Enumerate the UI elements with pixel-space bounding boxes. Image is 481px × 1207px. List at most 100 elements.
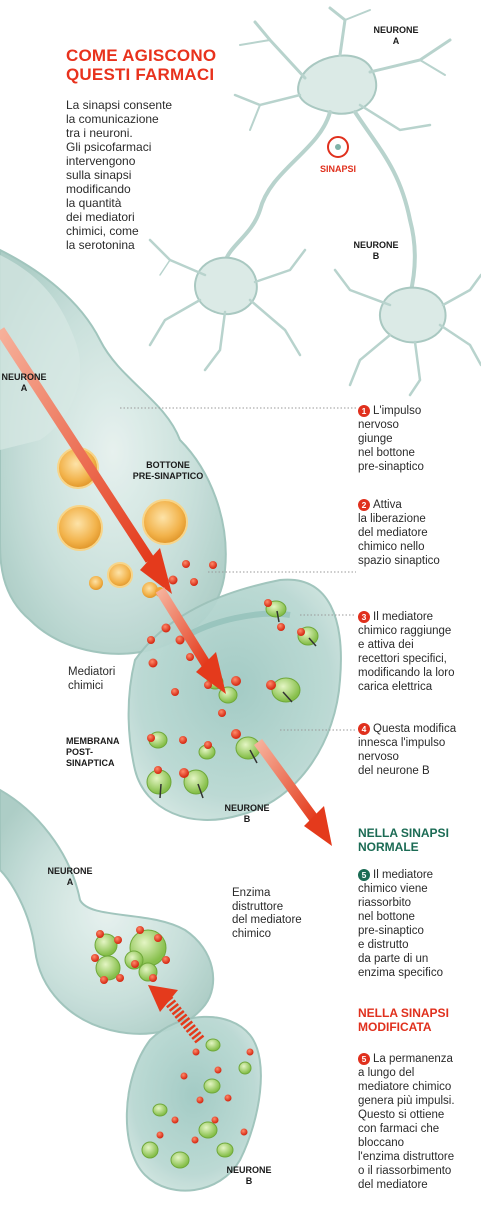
intro-line: la quantità <box>66 196 186 210</box>
intro-line: chimici, come <box>66 224 186 238</box>
step-line: e attiva dei <box>358 638 476 652</box>
label-bottone-presinaptico: BOTTONE PRE-SINAPTICO <box>128 460 208 482</box>
step-line: genera più impulsi. <box>358 1094 476 1108</box>
step-line: Questo si ottiene <box>358 1108 476 1122</box>
step-line: riassorbito <box>358 896 476 910</box>
step-line: nel bottone <box>358 446 476 460</box>
step-5-modificata: 5La permanenza a lungo del mediatore chi… <box>358 1052 476 1192</box>
step-5-normale: 5Il mediatore chimico viene riassorbito … <box>358 868 476 980</box>
label-text: A <box>40 877 100 888</box>
step-line: chimico viene <box>358 882 476 896</box>
step-line: giunge <box>358 432 476 446</box>
intro-line: la comunicazione <box>66 112 186 126</box>
step-line: o il riassorbimento <box>358 1164 476 1178</box>
label-text: NEURONE <box>366 25 426 36</box>
section-head-text: NORMALE <box>358 840 478 854</box>
label-text: SINAPTICA <box>66 758 128 769</box>
step-line: chimico nello <box>358 540 476 554</box>
step-4: 4Questa modifica innesca l'impulso nervo… <box>358 722 476 778</box>
step-line: spazio sinaptico <box>358 554 476 568</box>
section-head-normale: NELLA SINAPSI NORMALE <box>358 826 478 854</box>
step-line: recettori specifici, <box>358 652 476 666</box>
label-text: NEURONE <box>222 803 272 814</box>
intro-line: modificando <box>66 182 186 196</box>
step-line: bloccano <box>358 1136 476 1150</box>
step-line: nel bottone <box>358 910 476 924</box>
section-head-text: MODIFICATA <box>358 1020 478 1034</box>
intro-line: dei mediatori <box>66 210 186 224</box>
label-membrana-postsinaptica: MEMBRANA POST- SINAPTICA <box>66 736 128 769</box>
intro-line: Gli psicofarmaci <box>66 140 186 154</box>
step-line: pre-sinaptico <box>358 460 476 474</box>
label-neurone-a-top: NEURONE A <box>366 25 426 47</box>
label-text: B <box>224 1176 274 1187</box>
lower-synapse <box>0 790 261 1191</box>
label-text: Enzima <box>232 887 322 901</box>
section-head-modificata: NELLA SINAPSI MODIFICATA <box>358 1006 478 1034</box>
step-line: enzima specifico <box>358 966 476 980</box>
intro-line: tra i neuroni. <box>66 126 186 140</box>
step-number-badge: 1 <box>358 405 370 417</box>
label-enzima-distruttore: Enzima distruttore del mediatore chimico <box>232 887 322 941</box>
step-line: modificando la loro <box>358 666 476 680</box>
label-text: A <box>0 383 48 394</box>
step-line: Attiva <box>373 499 402 511</box>
label-neurone-a-main: NEURONE A <box>0 372 48 394</box>
step-number-badge: 2 <box>358 499 370 511</box>
label-text: BOTTONE <box>128 460 208 471</box>
step-line: del neurone B <box>358 764 476 778</box>
label-text: chimico <box>232 928 322 942</box>
step-line: del mediatore <box>358 526 476 540</box>
step-number-badge: 3 <box>358 611 370 623</box>
label-neurone-b-lower: NEURONE B <box>224 1165 274 1187</box>
label-text: del mediatore <box>232 914 322 928</box>
label-text: POST- <box>66 747 128 758</box>
step-1: 1L'impulso nervoso giunge nel bottone pr… <box>358 404 476 474</box>
section-head-text: NELLA SINAPSI <box>358 826 478 840</box>
step-line: L'impulso <box>373 405 421 417</box>
label-text: PRE-SINAPTICO <box>128 471 208 482</box>
intro-text: La sinapsi consente la comunicazione tra… <box>66 98 186 252</box>
step-number-badge: 4 <box>358 723 370 735</box>
intro-line: sulla sinapsi <box>66 168 186 182</box>
step-line: nervoso <box>358 750 476 764</box>
step-line: La permanenza <box>373 1053 453 1065</box>
label-text: NEURONE <box>224 1165 274 1176</box>
step-line: con farmaci che <box>358 1122 476 1136</box>
step-line: l'enzima distruttore <box>358 1150 476 1164</box>
step-line: pre-sinaptico <box>358 924 476 938</box>
step-number-badge: 5 <box>358 869 370 881</box>
step-line: nervoso <box>358 418 476 432</box>
step-line: Questa modifica <box>373 723 456 735</box>
step-line: Il mediatore <box>373 869 433 881</box>
step-line: da parte di un <box>358 952 476 966</box>
label-text: B <box>222 814 272 825</box>
label-neurone-a-lower: NEURONE A <box>40 866 100 888</box>
label-text: MEMBRANA <box>66 736 128 747</box>
label-text: NEURONE <box>346 240 406 251</box>
intro-line: la serotonina <box>66 238 186 252</box>
label-sinapsi: SINAPSI <box>308 164 368 175</box>
intro-line: La sinapsi consente <box>66 98 186 112</box>
step-line: mediatore chimico <box>358 1080 476 1094</box>
label-text: chimici <box>68 680 138 694</box>
title-line-2: QUESTI FARMACI <box>66 65 266 84</box>
label-mediatori-chimici: Mediatori chimici <box>68 666 138 693</box>
label-neurone-b-top: NEURONE B <box>346 240 406 262</box>
step-line: innesca l'impulso <box>358 736 476 750</box>
step-number-badge: 5 <box>358 1053 370 1065</box>
page-title: COME AGISCONO QUESTI FARMACI <box>66 46 266 84</box>
label-text: NEURONE <box>0 372 48 383</box>
step-line: a lungo del <box>358 1066 476 1080</box>
step-3: 3Il mediatore chimico raggiunge e attiva… <box>358 610 476 694</box>
label-neurone-b-main: NEURONE B <box>222 803 272 825</box>
step-line: del mediatore <box>358 1178 476 1192</box>
label-text: B <box>346 251 406 262</box>
label-text: NEURONE <box>40 866 100 877</box>
step-line: chimico raggiunge <box>358 624 476 638</box>
intro-line: intervengono <box>66 154 186 168</box>
label-text: distruttore <box>232 901 322 915</box>
step-line: e distrutto <box>358 938 476 952</box>
step-2: 2Attiva la liberazione del mediatore chi… <box>358 498 476 568</box>
label-text: A <box>366 36 426 47</box>
